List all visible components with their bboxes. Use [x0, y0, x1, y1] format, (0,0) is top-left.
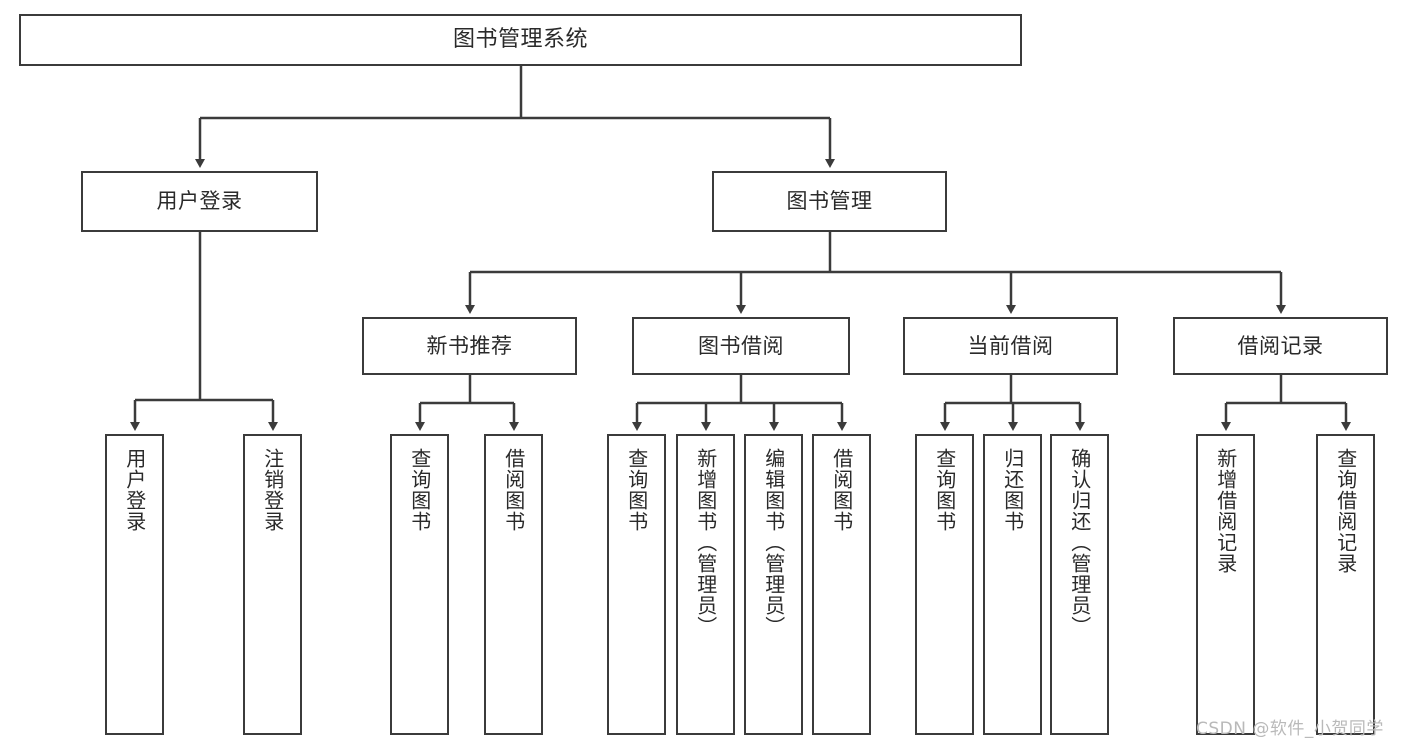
- node-records[interactable]: 借阅记录: [1173, 317, 1388, 375]
- node-label: 查询图书: [624, 448, 649, 532]
- connector-trunk-login: [135, 232, 273, 402]
- node-label: 借阅图书: [829, 448, 854, 532]
- connector-trunk-records: [1226, 375, 1346, 405]
- node-newbook[interactable]: 新书推荐: [362, 317, 577, 375]
- node-leaf-12[interactable]: 新增借阅记录: [1196, 434, 1255, 735]
- connector-trunk-current: [945, 375, 1080, 405]
- node-label: 确认归还（管理员）: [1067, 448, 1092, 637]
- node-label: 查询图书: [932, 448, 957, 532]
- connector-trunk-newbook: [420, 375, 514, 405]
- node-label: 新书推荐: [426, 333, 513, 358]
- node-label: 借阅记录: [1237, 333, 1324, 358]
- node-leaf-8[interactable]: 借阅图书: [812, 434, 871, 735]
- node-leaf-3[interactable]: 查询图书: [390, 434, 449, 735]
- node-leaf-6[interactable]: 新增图书（管理员）: [676, 434, 735, 735]
- node-leaf-10[interactable]: 归还图书: [983, 434, 1042, 735]
- node-label: 图书借阅: [698, 333, 784, 358]
- node-label: 归还图书: [1000, 448, 1025, 532]
- node-label: 图书管理: [786, 189, 873, 214]
- node-root[interactable]: 图书管理系统: [19, 14, 1022, 66]
- node-login[interactable]: 用户登录: [81, 171, 318, 232]
- node-borrow[interactable]: 图书借阅: [632, 317, 850, 375]
- node-leaf-2[interactable]: 注销登录: [243, 434, 302, 735]
- node-label: 借阅图书: [501, 448, 526, 532]
- node-label: 查询借阅记录: [1333, 448, 1358, 574]
- node-label: 编辑图书（管理员）: [761, 448, 786, 637]
- node-bookmgmt[interactable]: 图书管理: [712, 171, 947, 232]
- node-label: 用户登录: [122, 448, 147, 532]
- csdn-watermark: CSDN @软件_小贺同学: [1196, 719, 1384, 739]
- node-current[interactable]: 当前借阅: [903, 317, 1118, 375]
- node-label: 图书管理系统: [452, 27, 588, 53]
- connector-trunk-bookmgmt: [470, 232, 1281, 274]
- node-label: 用户登录: [156, 189, 243, 214]
- connector-trunk-root: [200, 66, 830, 120]
- node-leaf-9[interactable]: 查询图书: [915, 434, 974, 735]
- node-label: 新增借阅记录: [1213, 448, 1238, 574]
- node-leaf-11[interactable]: 确认归还（管理员）: [1050, 434, 1109, 735]
- node-leaf-5[interactable]: 查询图书: [607, 434, 666, 735]
- node-label: 新增图书（管理员）: [693, 448, 718, 637]
- node-label: 查询图书: [407, 448, 432, 532]
- node-label: 当前借阅: [967, 333, 1054, 358]
- node-leaf-4[interactable]: 借阅图书: [484, 434, 543, 735]
- node-leaf-7[interactable]: 编辑图书（管理员）: [744, 434, 803, 735]
- node-leaf-1[interactable]: 用户登录: [105, 434, 164, 735]
- node-leaf-13[interactable]: 查询借阅记录: [1316, 434, 1375, 735]
- node-label: 注销登录: [260, 448, 285, 532]
- connector-trunk-borrow: [637, 375, 842, 405]
